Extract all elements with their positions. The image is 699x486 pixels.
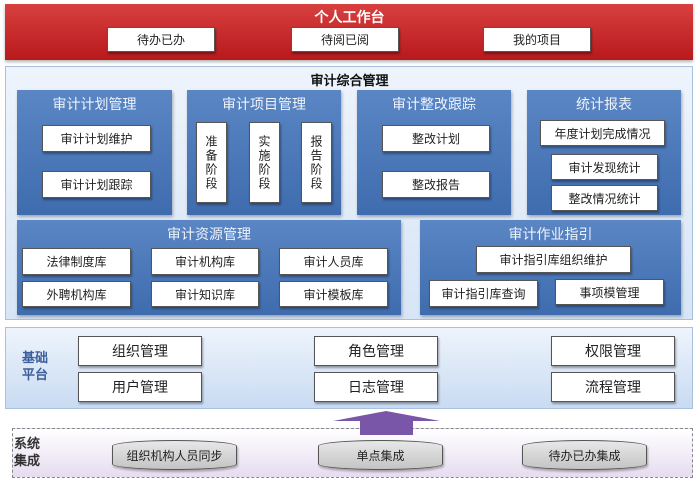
findings-stats-box[interactable]: 审计发现统计	[551, 154, 658, 180]
guide-query-box[interactable]: 审计指引库查询	[429, 280, 538, 307]
audit-management-title: 审计综合管理	[310, 74, 389, 89]
module-title: 审计项目管理	[222, 97, 306, 113]
todo-integration-cylinder[interactable]: 待办已办集成	[522, 440, 647, 470]
impl-stage-box[interactable]: 实施阶段	[249, 122, 280, 203]
system-integration-label: 系统集成	[14, 437, 41, 469]
module-title: 审计资源管理	[167, 227, 251, 243]
up-arrow-icon	[333, 411, 440, 435]
law-library-box[interactable]: 法律制度库	[22, 248, 131, 275]
report-stage-box[interactable]: 报告阶段	[301, 122, 332, 203]
workflow-mgmt-box[interactable]: 流程管理	[551, 372, 675, 402]
module-title: 统计报表	[576, 97, 632, 113]
external-org-library-box[interactable]: 外聘机构库	[22, 281, 131, 307]
my-projects-box[interactable]: 我的项目	[483, 27, 591, 52]
rectify-report-box[interactable]: 整改报告	[382, 171, 490, 198]
annual-plan-box[interactable]: 年度计划完成情况	[540, 120, 665, 146]
prep-stage-box[interactable]: 准备阶段	[196, 122, 227, 203]
knowledge-library-box[interactable]: 审计知识库	[151, 281, 259, 307]
template-library-box[interactable]: 审计模板库	[279, 281, 388, 307]
todo-done-box[interactable]: 待办已办	[107, 27, 215, 52]
permission-mgmt-box[interactable]: 权限管理	[551, 336, 675, 366]
plan-maintain-box[interactable]: 审计计划维护	[42, 125, 151, 152]
plan-track-box[interactable]: 审计计划跟踪	[42, 171, 151, 198]
user-mgmt-box[interactable]: 用户管理	[78, 372, 202, 402]
toread-read-box[interactable]: 待阅已阅	[291, 27, 399, 52]
module-title: 审计整改跟踪	[392, 97, 476, 113]
org-sync-cylinder[interactable]: 组织机构人员同步	[112, 440, 237, 470]
auditor-library-box[interactable]: 审计人员库	[279, 248, 388, 275]
module-title: 审计作业指引	[508, 227, 593, 243]
log-mgmt-box[interactable]: 日志管理	[314, 372, 438, 402]
role-mgmt-box[interactable]: 角色管理	[314, 336, 438, 366]
guide-maintain-box[interactable]: 审计指引库组织维护	[476, 246, 631, 273]
rectify-stats-box[interactable]: 整改情况统计	[551, 185, 658, 211]
personal-workbench-title: 个人工作台	[314, 10, 385, 26]
sso-cylinder[interactable]: 单点集成	[318, 440, 443, 470]
rectify-plan-box[interactable]: 整改计划	[382, 125, 490, 152]
org-mgmt-box[interactable]: 组织管理	[78, 336, 202, 366]
item-template-box[interactable]: 事项模管理	[555, 279, 664, 305]
base-platform-label: 基础平台	[22, 351, 49, 383]
audit-org-library-box[interactable]: 审计机构库	[151, 248, 259, 275]
module-title: 审计计划管理	[52, 97, 137, 113]
